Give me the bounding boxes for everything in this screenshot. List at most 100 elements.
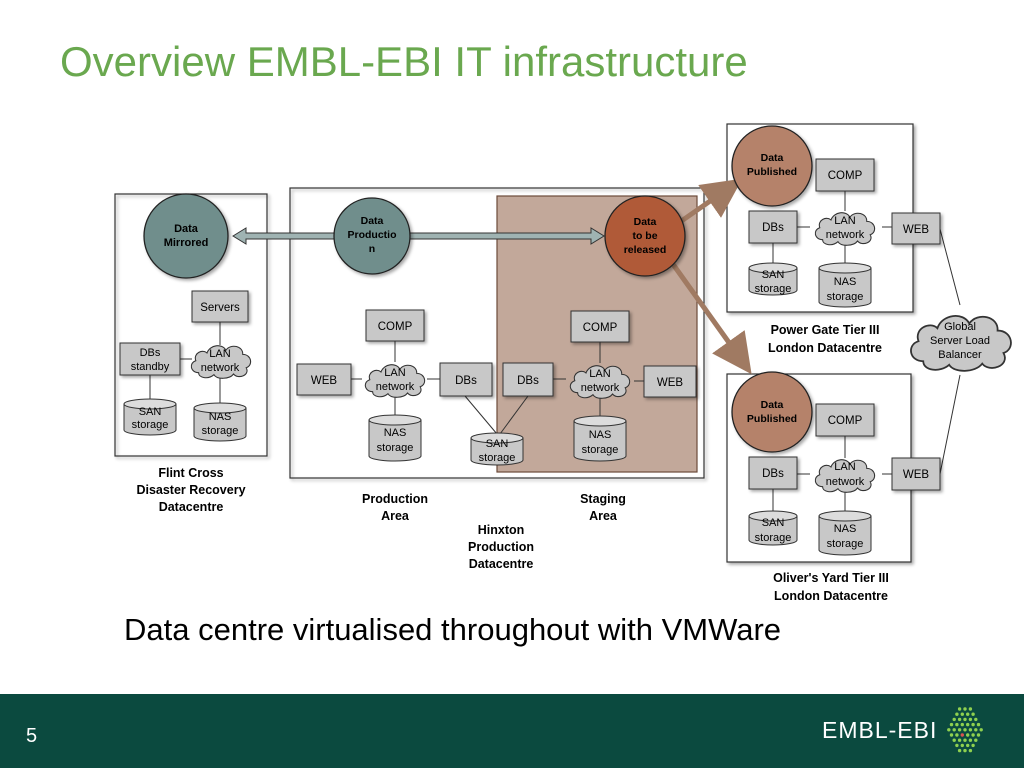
production-dbs-box: DBs xyxy=(439,362,493,397)
svg-text:storage: storage xyxy=(827,538,864,550)
svg-text:n: n xyxy=(369,243,375,255)
svg-text:LAN: LAN xyxy=(589,368,610,380)
svg-text:storage: storage xyxy=(582,444,619,456)
slide-title: Overview EMBL-EBI IT infrastructure xyxy=(60,38,748,85)
svg-text:network: network xyxy=(201,362,240,374)
svg-text:SAN: SAN xyxy=(139,406,162,418)
svg-text:storage: storage xyxy=(132,419,169,431)
svg-text:DBs: DBs xyxy=(762,468,784,480)
svg-text:WEB: WEB xyxy=(903,224,930,236)
svg-text:Data: Data xyxy=(174,223,199,235)
staging-nas-cylinder: NAS storage xyxy=(573,415,627,462)
embl-logo-icon xyxy=(947,707,983,753)
svg-text:storage: storage xyxy=(377,442,414,454)
powergate-label: Power Gate Tier III London Datacentre xyxy=(768,323,882,355)
svg-text:Production: Production xyxy=(468,540,534,554)
svg-text:Data: Data xyxy=(761,152,784,164)
staging-web-box: WEB xyxy=(643,365,697,398)
powergate-web-box: WEB xyxy=(891,212,941,245)
oliversyard-san-cylinder: SAN storage xyxy=(748,510,798,546)
staging-comp-box: COMP xyxy=(570,310,630,343)
production-lan-cloud: LAN network xyxy=(364,364,426,398)
svg-text:storage: storage xyxy=(755,532,792,544)
data-release-circle: Data to be released xyxy=(604,195,686,277)
svg-text:Datacentre: Datacentre xyxy=(469,557,534,571)
powergate-data-published-circle: Data Published xyxy=(731,125,813,207)
svg-text:storage: storage xyxy=(755,283,792,295)
flint-label: Flint Cross Disaster Recovery Datacentre xyxy=(136,466,245,514)
svg-text:COMP: COMP xyxy=(828,415,863,427)
svg-text:Mirrored: Mirrored xyxy=(164,237,209,249)
oliversyard-dbs-box: DBs xyxy=(748,456,798,490)
svg-text:Oliver's Yard Tier III: Oliver's Yard Tier III xyxy=(773,571,889,585)
svg-text:Area: Area xyxy=(381,509,410,523)
svg-text:NAS: NAS xyxy=(834,523,857,535)
svg-text:NAS: NAS xyxy=(384,427,407,439)
svg-text:network: network xyxy=(376,381,415,393)
oliversyard-label: Oliver's Yard Tier III London Datacentre xyxy=(773,571,889,603)
staging-area-label: Staging Area xyxy=(580,492,626,523)
svg-text:Power Gate Tier III: Power Gate Tier III xyxy=(771,323,880,337)
production-nas-cylinder: NAS storage xyxy=(368,414,422,462)
svg-text:network: network xyxy=(826,229,865,241)
svg-text:DBs: DBs xyxy=(140,347,161,359)
svg-text:SAN: SAN xyxy=(762,517,785,529)
svg-text:Data: Data xyxy=(761,399,784,411)
svg-text:SAN: SAN xyxy=(486,438,509,450)
staging-lan-cloud: LAN network xyxy=(569,365,631,399)
svg-text:Global: Global xyxy=(944,321,976,333)
staging-dbs-box: DBs xyxy=(502,362,554,397)
svg-text:network: network xyxy=(581,382,620,394)
svg-text:DBs: DBs xyxy=(517,375,539,387)
svg-text:Server Load: Server Load xyxy=(930,335,990,347)
oliversyard-nas-cylinder: NAS storage xyxy=(818,510,872,556)
svg-text:NAS: NAS xyxy=(834,276,857,288)
flint-dbs-standby-box: DBs standby xyxy=(119,342,181,376)
logo-text: EMBL-EBI xyxy=(822,717,938,743)
publish-arrow-oliversyard xyxy=(667,258,752,375)
svg-text:Area: Area xyxy=(589,509,618,523)
svg-text:LAN: LAN xyxy=(384,367,405,379)
oliversyard-comp-box: COMP xyxy=(815,403,875,437)
svg-text:SAN: SAN xyxy=(762,269,785,281)
svg-text:Published: Published xyxy=(747,166,797,178)
footer-bar: 5 EMBL-EBI xyxy=(0,694,1024,768)
svg-text:storage: storage xyxy=(827,291,864,303)
flint-servers-box: Servers xyxy=(191,290,249,323)
publish-arrow-powergate xyxy=(678,178,743,225)
svg-text:storage: storage xyxy=(479,452,516,464)
svg-text:LAN: LAN xyxy=(209,348,230,360)
powergate-lan-cloud: LAN network xyxy=(814,212,876,246)
powergate-dbs-box: DBs xyxy=(748,210,798,244)
global-load-balancer-cloud: Global Server Load Balancer xyxy=(910,314,1012,372)
svg-text:Data: Data xyxy=(361,215,384,227)
svg-text:released: released xyxy=(624,244,667,256)
svg-text:COMP: COMP xyxy=(583,322,618,334)
oliversyard-data-published-circle: Data Published xyxy=(731,371,813,453)
svg-text:Hinxton: Hinxton xyxy=(478,523,525,537)
svg-text:WEB: WEB xyxy=(657,377,684,389)
flint-nas-cylinder: NAS storage xyxy=(193,402,247,442)
svg-text:network: network xyxy=(826,476,865,488)
production-area-label: Production Area xyxy=(362,492,428,523)
svg-text:Productio: Productio xyxy=(348,229,397,241)
svg-text:NAS: NAS xyxy=(589,429,612,441)
svg-text:DBs: DBs xyxy=(762,222,784,234)
svg-text:NAS: NAS xyxy=(209,411,232,423)
svg-text:standby: standby xyxy=(131,361,170,373)
flint-lan-cloud: LAN network xyxy=(190,345,252,379)
svg-text:Disaster Recovery: Disaster Recovery xyxy=(136,483,245,497)
svg-text:Staging: Staging xyxy=(580,492,626,506)
svg-text:to be: to be xyxy=(632,230,657,242)
powergate-comp-box: COMP xyxy=(815,158,875,192)
svg-text:Datacentre: Datacentre xyxy=(159,500,224,514)
data-mirrored-circle: Data Mirrored xyxy=(143,193,229,279)
powergate-nas-cylinder: NAS storage xyxy=(818,262,872,308)
svg-text:WEB: WEB xyxy=(311,375,338,387)
svg-text:Flint Cross: Flint Cross xyxy=(158,466,223,480)
powergate-san-cylinder: SAN storage xyxy=(748,262,798,296)
svg-text:Balancer: Balancer xyxy=(938,349,982,361)
svg-text:London Datacentre: London Datacentre xyxy=(768,341,882,355)
svg-text:London Datacentre: London Datacentre xyxy=(774,589,888,603)
oliversyard-web-box: WEB xyxy=(891,457,941,491)
